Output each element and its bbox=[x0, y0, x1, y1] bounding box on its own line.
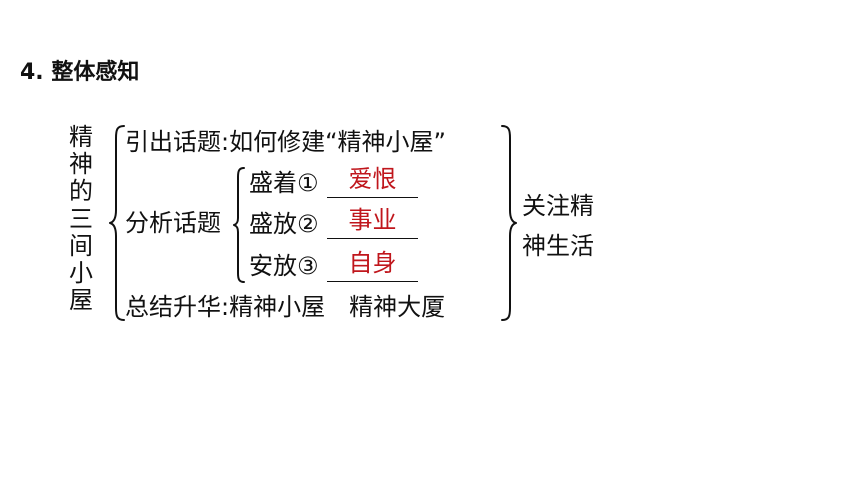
vertical-title-char: 小 bbox=[69, 259, 93, 288]
analysis-item-answer: 自身 bbox=[327, 249, 418, 282]
left-brace-main bbox=[109, 125, 125, 321]
conclusion-line: 神生活 bbox=[522, 232, 594, 260]
vertical-title-char: 间 bbox=[69, 231, 93, 260]
vertical-title-char: 屋 bbox=[69, 286, 93, 315]
analysis-label: 分析话题 bbox=[125, 209, 221, 237]
summary-label: 总结升华 bbox=[125, 293, 221, 321]
intro-label: 引出话题 bbox=[125, 128, 221, 156]
intro-separator: : bbox=[221, 128, 230, 156]
intro-row: 引出话题:如何修建“精神小屋” bbox=[125, 126, 446, 158]
section-heading: 4. 整体感知 bbox=[20, 60, 140, 85]
analysis-item-label: 盛着① bbox=[249, 169, 319, 197]
right-brace-main bbox=[501, 125, 517, 321]
vertical-title-char: 精 bbox=[69, 123, 93, 151]
analysis-item-label: 盛放② bbox=[249, 210, 319, 238]
summary-row: 总结升华:精神小屋 精神大厦 bbox=[125, 291, 445, 323]
summary-separator: : bbox=[221, 293, 230, 321]
analysis-item-answer: 事业 bbox=[327, 206, 418, 239]
summary-text: 精神小屋 精神大厦 bbox=[229, 293, 446, 321]
vertical-title: 精 神 的 三 间 小 屋 bbox=[66, 123, 96, 315]
analysis-item-label: 安放③ bbox=[249, 252, 319, 280]
analysis-item-answer: 爱恨 bbox=[327, 165, 418, 198]
vertical-title-char: 的 bbox=[69, 177, 93, 206]
conclusion-line: 关注精 bbox=[522, 192, 594, 220]
vertical-title-char: 三 bbox=[69, 204, 93, 233]
intro-text: 如何修建“精神小屋” bbox=[229, 128, 446, 156]
vertical-title-char: 神 bbox=[69, 150, 93, 179]
left-brace-analysis bbox=[233, 167, 245, 283]
conclusion-text: 关注精 神生活 bbox=[522, 186, 594, 266]
